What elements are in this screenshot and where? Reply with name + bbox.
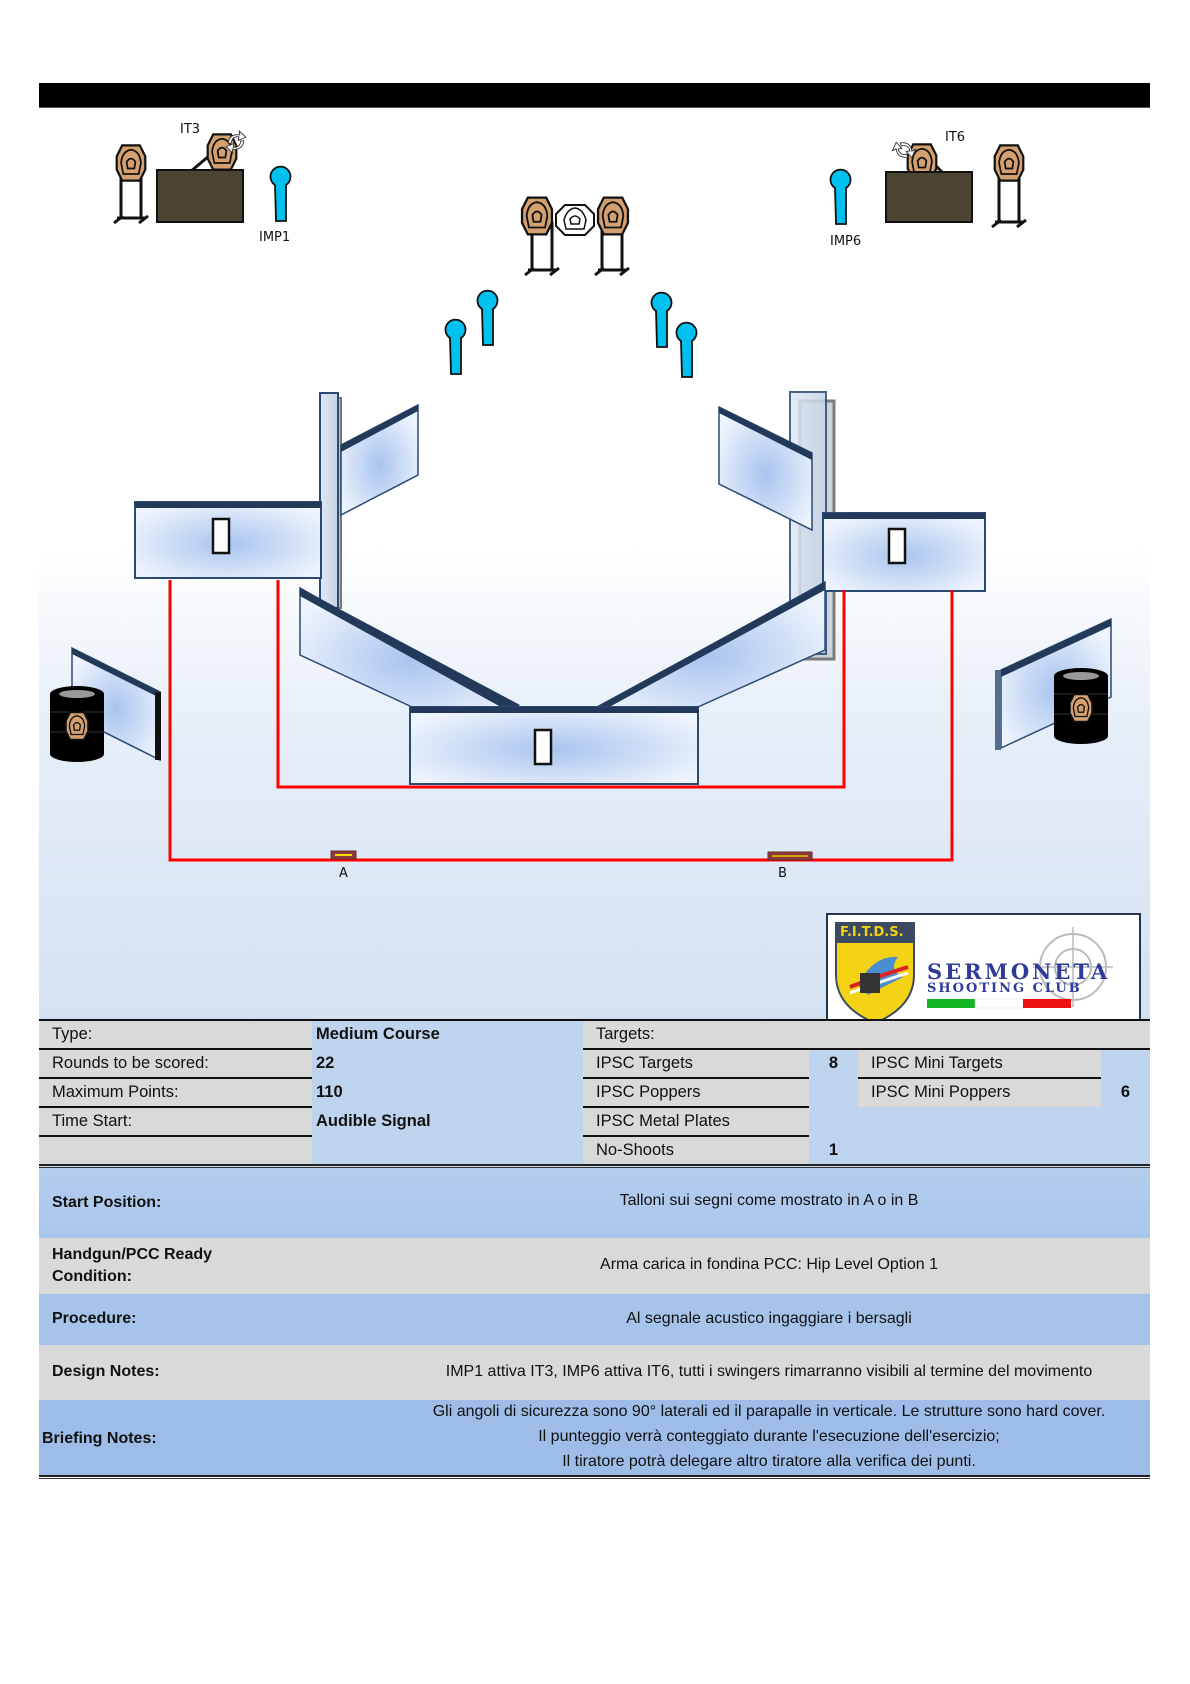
time-start-value: Audible Signal xyxy=(316,1112,431,1130)
procedure-label: Procedure: xyxy=(52,1310,137,1327)
label-start-b: B xyxy=(778,866,787,881)
briefing-note-3: Il tiratore potrà delegare altro tirator… xyxy=(562,1453,976,1470)
right-wall-with-target xyxy=(822,512,986,592)
ipsc-target-right-stand xyxy=(990,144,1028,229)
lower-left-angled-wall xyxy=(299,586,523,721)
targets-label: Targets: xyxy=(596,1025,655,1043)
design-notes-label: Design Notes: xyxy=(52,1363,160,1380)
fitds-text: F.I.T.D.S. xyxy=(840,925,904,940)
center-target-array xyxy=(520,196,631,277)
left-side-wall xyxy=(71,646,161,762)
popper-imp6 xyxy=(829,168,852,225)
target-count-mini-poppers: 6 xyxy=(1120,1083,1131,1101)
target-count-ipsc-poppers xyxy=(809,1078,858,1107)
center-wall-with-target xyxy=(409,706,699,785)
start-marker-a xyxy=(330,850,357,860)
start-position-row: Start Position: Talloni sui segni come m… xyxy=(39,1168,1150,1238)
ready-condition-label-1: Handgun/PCC Ready xyxy=(52,1246,213,1263)
swinger-cover-it6 xyxy=(885,137,973,223)
rounds-label: Rounds to be scored: xyxy=(52,1054,209,1072)
max-points-value: 110 xyxy=(316,1083,343,1101)
ready-condition-row: Handgun/PCC Ready Condition: Arma carica… xyxy=(39,1238,1150,1294)
target-row-mini-poppers: IPSC Mini Poppers xyxy=(858,1078,1101,1107)
target-row-ipsc-poppers: IPSC Poppers xyxy=(583,1078,809,1107)
title-bar xyxy=(39,83,1150,108)
target-count-no-shoots: 1 xyxy=(828,1141,839,1159)
left-drum-target xyxy=(50,686,104,762)
briefing-notes-label: Briefing Notes: xyxy=(42,1430,157,1447)
mini-poppers xyxy=(444,289,698,378)
popper-imp1 xyxy=(269,165,292,222)
type-value: Medium Course xyxy=(316,1025,440,1043)
type-label: Type: xyxy=(52,1025,93,1043)
table-bottom-border xyxy=(39,1475,1150,1479)
target-count-metal-plates xyxy=(809,1107,858,1136)
stage-diagram xyxy=(0,129,1112,862)
time-start-label: Time Start: xyxy=(52,1112,133,1130)
design-notes-row: Design Notes: IMP1 attiva IT3, IMP6 atti… xyxy=(39,1345,1150,1400)
target-count-ipsc-targets: 8 xyxy=(828,1054,839,1072)
fault-lines xyxy=(168,580,954,862)
logo-graphics xyxy=(835,922,1113,1025)
start-position-label: Start Position: xyxy=(52,1194,162,1211)
briefing-note-2: Il punteggio verrà conteggiato durante l… xyxy=(538,1428,1000,1445)
label-it3: IT3 xyxy=(180,122,201,137)
start-marker-b xyxy=(767,851,813,861)
label-it6: IT6 xyxy=(945,130,966,145)
target-row-mini-targets: IPSC Mini Targets xyxy=(858,1049,1101,1078)
label-imp1: IMP1 xyxy=(259,230,291,245)
briefing-notes-row: Briefing Notes: Gli angoli di sicurezza … xyxy=(39,1400,1150,1475)
swinger-cover-it3 xyxy=(156,129,250,223)
rounds-value: 22 xyxy=(316,1054,335,1072)
club-name-line1: SERMONETA xyxy=(927,959,1111,984)
ipsc-target-left-stand xyxy=(112,144,150,225)
left-wall-with-target xyxy=(134,501,322,579)
procedure-text: Al segnale acustico ingaggiare i bersagl… xyxy=(626,1310,912,1327)
target-row-no-shoots: No-Shoots xyxy=(583,1136,809,1165)
max-points-label: Maximum Points: xyxy=(52,1083,179,1101)
target-count-mini-targets xyxy=(1101,1049,1150,1078)
label-start-a: A xyxy=(339,866,348,881)
right-drum-target xyxy=(1054,668,1108,744)
target-row-ipsc-targets: IPSC Targets xyxy=(583,1049,809,1078)
upper-left-angled-wall xyxy=(340,403,419,517)
upper-right-angled-wall xyxy=(718,405,813,532)
target-row-metal-plates: IPSC Metal Plates xyxy=(583,1107,809,1136)
ready-condition-text: Arma carica in fondina PCC: Hip Level Op… xyxy=(600,1256,938,1273)
procedure-row: Procedure: Al segnale acustico ingaggiar… xyxy=(39,1294,1150,1345)
start-position-text: Talloni sui segni come mostrato in A o i… xyxy=(619,1192,919,1209)
label-imp6: IMP6 xyxy=(830,234,862,249)
club-name-line2: SHOOTING CLUB xyxy=(927,981,1082,996)
lower-right-angled-wall xyxy=(587,580,826,716)
club-logo: F.I.T.D.S. SERMONETA SHOOTING CLUB xyxy=(826,913,1141,1025)
ready-condition-label-2: Condition: xyxy=(52,1268,132,1285)
left-post-wall xyxy=(319,392,342,609)
design-notes-text: IMP1 attiva IT3, IMP6 attiva IT6, tutti … xyxy=(445,1363,1093,1380)
briefing-note-1: Gli angoli di sicurezza sono 90° lateral… xyxy=(432,1403,1106,1420)
